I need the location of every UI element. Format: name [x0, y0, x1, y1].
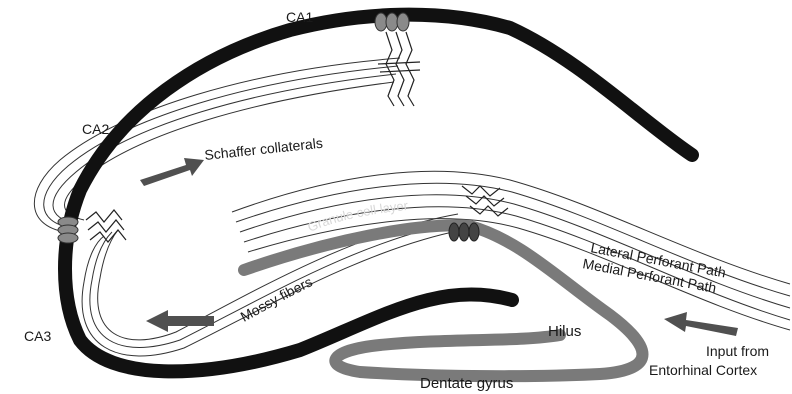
schaffer-label: Schaffer collaterals: [204, 135, 324, 163]
ca1-label: CA1: [286, 9, 313, 25]
ca2-label: CA2: [82, 121, 109, 137]
ca3-label: CA3: [24, 328, 51, 344]
input-label-line1: Input from: [706, 343, 769, 359]
ca1-boutons: [375, 13, 409, 31]
hilus-label: Hilus: [548, 323, 581, 340]
ca3-synapse-dendrites: [86, 210, 126, 242]
mossy-arrow: [146, 310, 214, 332]
dentate-synapse-dendrites: [462, 186, 508, 216]
dentate-label: Dentate gyrus: [420, 375, 513, 392]
input-label-line2: Entorhinal Cortex: [649, 362, 757, 378]
input-arrow: [664, 312, 738, 336]
ca3-boutons: [58, 217, 78, 243]
mossy-label: Mossy fibers: [238, 273, 315, 324]
schaffer-arrow: [140, 158, 204, 186]
ca1-synapse-dendrites: [378, 32, 420, 106]
dentate-boutons: [449, 223, 479, 241]
